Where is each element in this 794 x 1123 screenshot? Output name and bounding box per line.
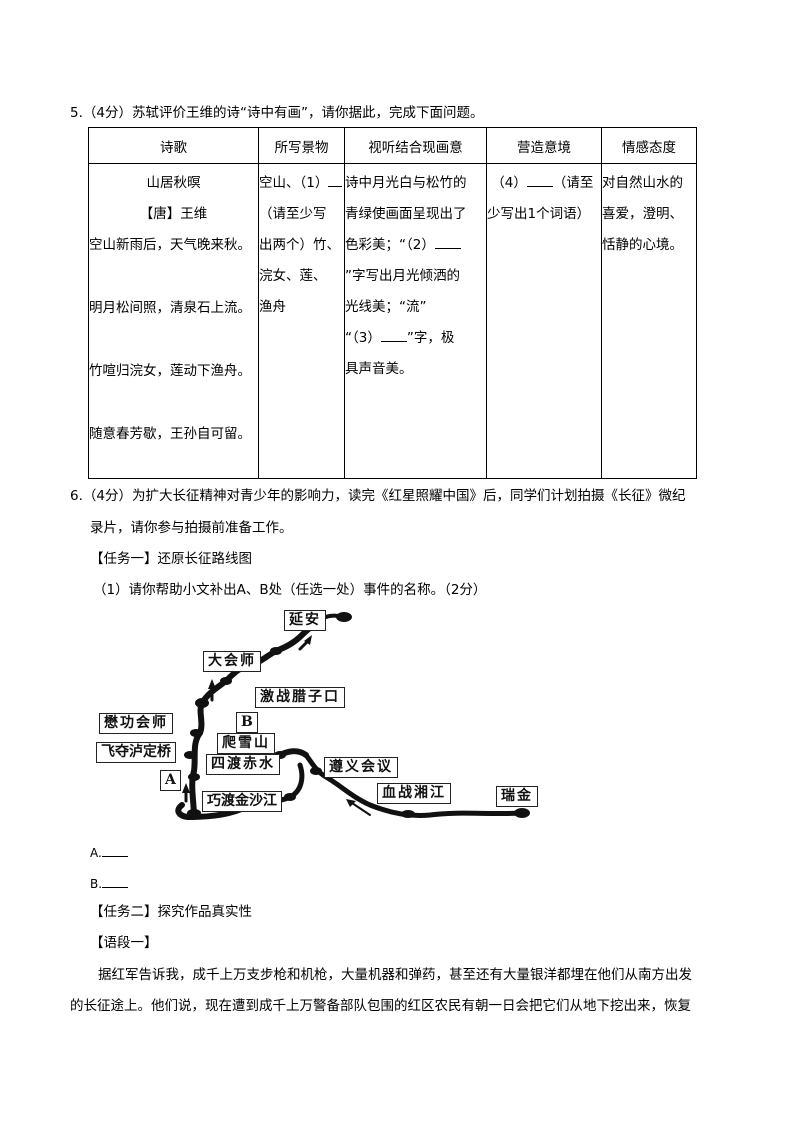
emotion-line-1: 对自然山水的	[602, 175, 683, 191]
table-row: 山居秋暝 【唐】王维 空山新雨后，天气晚来秋。 明月松间照，清泉石上流。 竹喧归…	[88, 163, 697, 479]
answer-b-label: B.	[90, 877, 103, 891]
audiovisual-line-7: 具声音美。	[345, 361, 413, 377]
passage-1-line-1: 据红军告诉我，成千上万支步枪和机枪，大量机器和弹药，甚至还有大量银洋都埋在他们从…	[98, 967, 692, 983]
poem-line-2: 明月松间照，清泉石上流。	[89, 300, 251, 316]
map-label-sidu: 四渡赤水	[206, 754, 280, 775]
answer-a-label: A.	[90, 846, 102, 860]
audiovisual-line-5: 光线美；“流”	[345, 299, 427, 315]
task-1-title: 【任务一】还原长征路线图	[90, 551, 252, 567]
header-audiovisual: 视听结合现画意	[344, 127, 487, 164]
poem-line-3: 竹喧归浣女，莲动下渔舟。	[89, 363, 251, 379]
poem-author: 【唐】王维	[139, 206, 208, 222]
map-label-a: A	[160, 770, 181, 791]
map-label-paxueshan: 爬雪山	[217, 733, 275, 754]
scenery-line-5: 渔舟	[259, 299, 286, 315]
answer-blank-2[interactable]	[434, 236, 461, 249]
mood-cell: （4） （请至 少写出1个词语）	[486, 163, 602, 479]
answer-a-blank[interactable]	[101, 844, 128, 857]
question-6-stem-line-2: 录片，请你参与拍摄前准备工作。	[90, 520, 293, 536]
mood-line-2: 少写出1个词语）	[487, 206, 591, 222]
question-6-stem-line-1: 6.（4分）为扩大长征精神对青少年的影响力，读完《红星照耀中国》后，同学们计划拍…	[70, 488, 686, 504]
audiovisual-line-2: 青绿使画面呈现出了	[345, 206, 467, 222]
map-label-jinshajiang: 巧渡金沙江	[202, 791, 282, 812]
map-label-zunyi: 遵义会议	[324, 757, 398, 778]
answer-blank-1[interactable]	[328, 174, 343, 187]
mood-line-1b: （请至	[552, 175, 594, 191]
scenery-cell: 空山、（1） （请至少写 出两个）竹、 浣女、莲、 渔舟	[258, 163, 345, 479]
answer-blank-4[interactable]	[526, 174, 553, 187]
audiovisual-line-6: “（3）	[345, 330, 381, 346]
poem-line-1: 空山新雨后，天气晚来秋。	[89, 237, 251, 253]
scenery-line-3: 出两个）竹、	[259, 237, 340, 253]
map-label-ruijin: 瑞金	[496, 786, 538, 807]
map-label-maogong: 懋功会师	[99, 713, 173, 734]
audiovisual-line-4: ”字写出月光倾洒的	[345, 268, 460, 284]
scenery-line-2: （请至少写	[259, 206, 327, 222]
emotion-cell: 对自然山水的 喜爱，澄明、 恬静的心境。	[601, 163, 697, 479]
mood-line-1: （4）	[491, 175, 527, 191]
emotion-line-3: 恬静的心境。	[602, 237, 683, 253]
audiovisual-line-3: 色彩美；“（2）	[345, 237, 435, 253]
map-label-lazikou: 激战腊子口	[255, 687, 345, 708]
map-label-xiangjiang: 血战湘江	[377, 783, 451, 804]
answer-b-row: B.	[90, 874, 129, 894]
answer-blank-3[interactable]	[380, 329, 407, 342]
header-poem: 诗歌	[88, 127, 259, 164]
answer-a-row: A.	[90, 843, 128, 863]
answer-b-blank[interactable]	[102, 875, 129, 888]
header-mood: 营造意境	[486, 127, 602, 164]
map-label-b: B	[236, 712, 258, 733]
poem-analysis-table: 诗歌 所写景物 视听结合现画意 营造意境 情感态度 山居秋暝 【唐】王维 空山新…	[88, 127, 697, 479]
passage-1-title: 【语段一】	[90, 935, 158, 951]
audiovisual-line-6b: ”字，极	[406, 330, 455, 346]
table-header-row: 诗歌 所写景物 视听结合现画意 营造意境 情感态度	[88, 127, 697, 164]
audiovisual-line-1: 诗中月光白与松竹的	[345, 175, 467, 191]
scenery-line-1: 空山、（1）	[259, 175, 329, 191]
map-label-luding: 飞夺泸定桥	[96, 742, 176, 763]
map-label-dahuishi: 大会师	[203, 651, 261, 672]
question-5-stem: 5.（4分）苏轼评价王维的诗“诗中有画”，请你据此，完成下面问题。	[70, 105, 484, 121]
header-emotion: 情感态度	[601, 127, 697, 164]
poem-title: 山居秋暝	[146, 175, 201, 191]
map-label-yanan: 延安	[284, 610, 326, 631]
passage-1-line-2: 的长征途上。他们说，现在遭到成千上万警备部队包围的红区农民有朝一日会把它们从地下…	[70, 998, 691, 1014]
header-scenery: 所写景物	[258, 127, 345, 164]
poem-line-4: 随意春芳歇，王孙自可留。	[89, 426, 251, 442]
audiovisual-cell: 诗中月光白与松竹的 青绿使画面呈现出了 色彩美；“（2） ”字写出月光倾洒的 光…	[344, 163, 487, 479]
emotion-line-2: 喜爱，澄明、	[602, 206, 683, 222]
poem-cell: 山居秋暝 【唐】王维 空山新雨后，天气晚来秋。 明月松间照，清泉石上流。 竹喧归…	[88, 163, 259, 479]
task-2-title: 【任务二】探究作品真实性	[90, 904, 252, 920]
task-1-question: （1）请你帮助小文补出A、B处（任选一处）事件的名称。（2分）	[93, 582, 487, 598]
long-march-route-map: 延安 大会师 激战腊子口 懋功会师 B 爬雪山 飞夺泸定桥 四渡赤水 遵义会议 …	[90, 605, 550, 830]
scenery-line-4: 浣女、莲、	[259, 268, 327, 284]
